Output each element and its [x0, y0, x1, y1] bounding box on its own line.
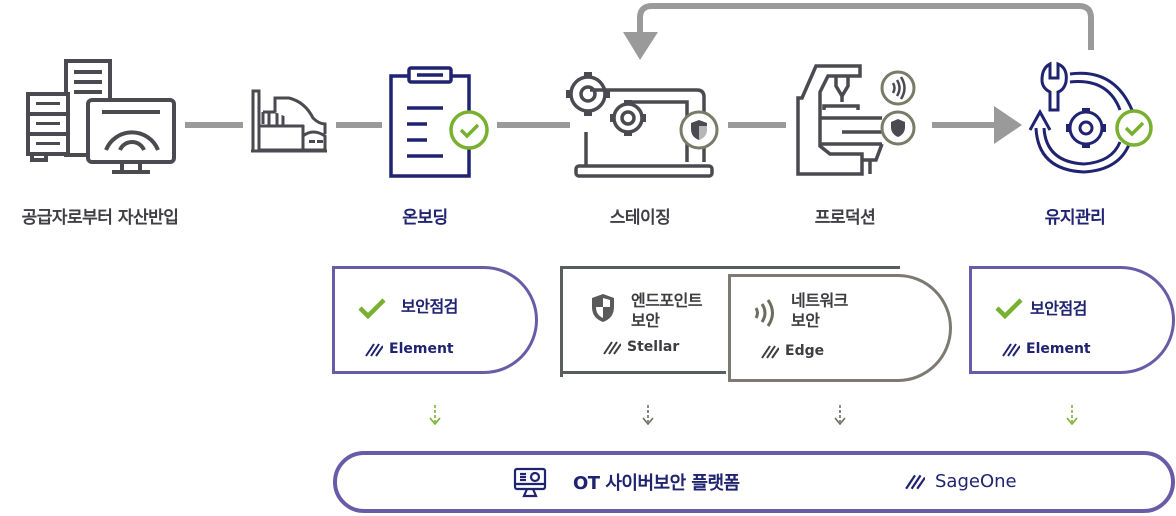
stripes-logo-icon — [603, 340, 621, 355]
server-monitor-gear-icon — [26, 59, 176, 174]
wireless-signal-icon — [891, 76, 906, 100]
dotted-down-arrow-icon — [1066, 405, 1078, 426]
product-name: Edge — [785, 343, 825, 359]
stripes-logo-icon — [905, 474, 925, 490]
checkmark-icon — [995, 298, 1023, 319]
stage-label-maintenance: 유지관리 — [1044, 208, 1106, 228]
product-tag: Edge — [761, 343, 824, 359]
flow-connectors — [185, 3, 1094, 144]
factory-icon — [251, 89, 327, 153]
product-name: Element — [1026, 341, 1091, 357]
monitor-dashboard-icon — [513, 467, 547, 498]
stage-label-production: 프로덕션 — [814, 208, 876, 228]
gear-icon — [569, 75, 607, 113]
shield-icon — [592, 294, 614, 322]
checkmark-icon — [358, 298, 386, 319]
stage-label-onboarding: 온보딩 — [402, 208, 448, 228]
loop-arrow-head-icon — [623, 32, 658, 60]
product-tag: Stellar — [603, 339, 679, 355]
dotted-down-arrow-icon — [429, 405, 441, 426]
ot-security-platform-bar[interactable]: OT 사이버보안 플랫폼 SageOne — [333, 451, 1175, 513]
dotted-down-arrow-icon — [834, 405, 846, 426]
product-name: Stellar — [627, 339, 680, 355]
wireless-signal-icon — [754, 299, 774, 327]
laptop-gears-shield-icon — [566, 72, 719, 178]
card-title: 보안점검 — [1030, 299, 1087, 318]
machine-network-shield-icon — [796, 64, 916, 176]
maintenance-cycle-check-icon — [1028, 61, 1153, 174]
product-name: SageOne — [935, 471, 1017, 492]
stripes-logo-icon — [365, 342, 383, 357]
gear-icon — [612, 102, 644, 134]
card-onboarding-security-check[interactable]: 보안점검 Element — [332, 266, 538, 374]
platform-title: OT 사이버보안 플랫폼 — [573, 473, 740, 494]
card-network-security[interactable]: 네트워크 보안 Edge — [728, 274, 952, 382]
card-title: 보안점검 — [401, 297, 458, 316]
wrench-icon — [1040, 61, 1068, 112]
arrow-head-icon — [994, 106, 1022, 144]
clipboard-check-icon — [389, 66, 489, 178]
loop-back-line — [637, 3, 1094, 50]
check-icon — [1124, 121, 1145, 137]
product-tag: Element — [365, 341, 454, 357]
dotted-down-arrow-icon — [642, 405, 654, 426]
stripes-logo-icon — [761, 344, 779, 359]
platform-product: SageOne — [905, 471, 1017, 492]
card-maintenance-security-check[interactable]: 보안점검 Element — [969, 266, 1175, 374]
card-title: 네트워크 보안 — [791, 291, 848, 330]
stage-label-asset-intake: 공급자로부터 자산반입 — [21, 208, 179, 228]
product-name: Element — [389, 341, 454, 357]
card-title: 엔드포인트 보안 — [631, 291, 703, 330]
gear-icon — [1068, 110, 1104, 146]
stage-label-staging: 스테이징 — [609, 208, 671, 228]
product-tag: Element — [1002, 341, 1091, 357]
shield-icon — [891, 119, 905, 137]
stripes-logo-icon — [1002, 342, 1020, 357]
